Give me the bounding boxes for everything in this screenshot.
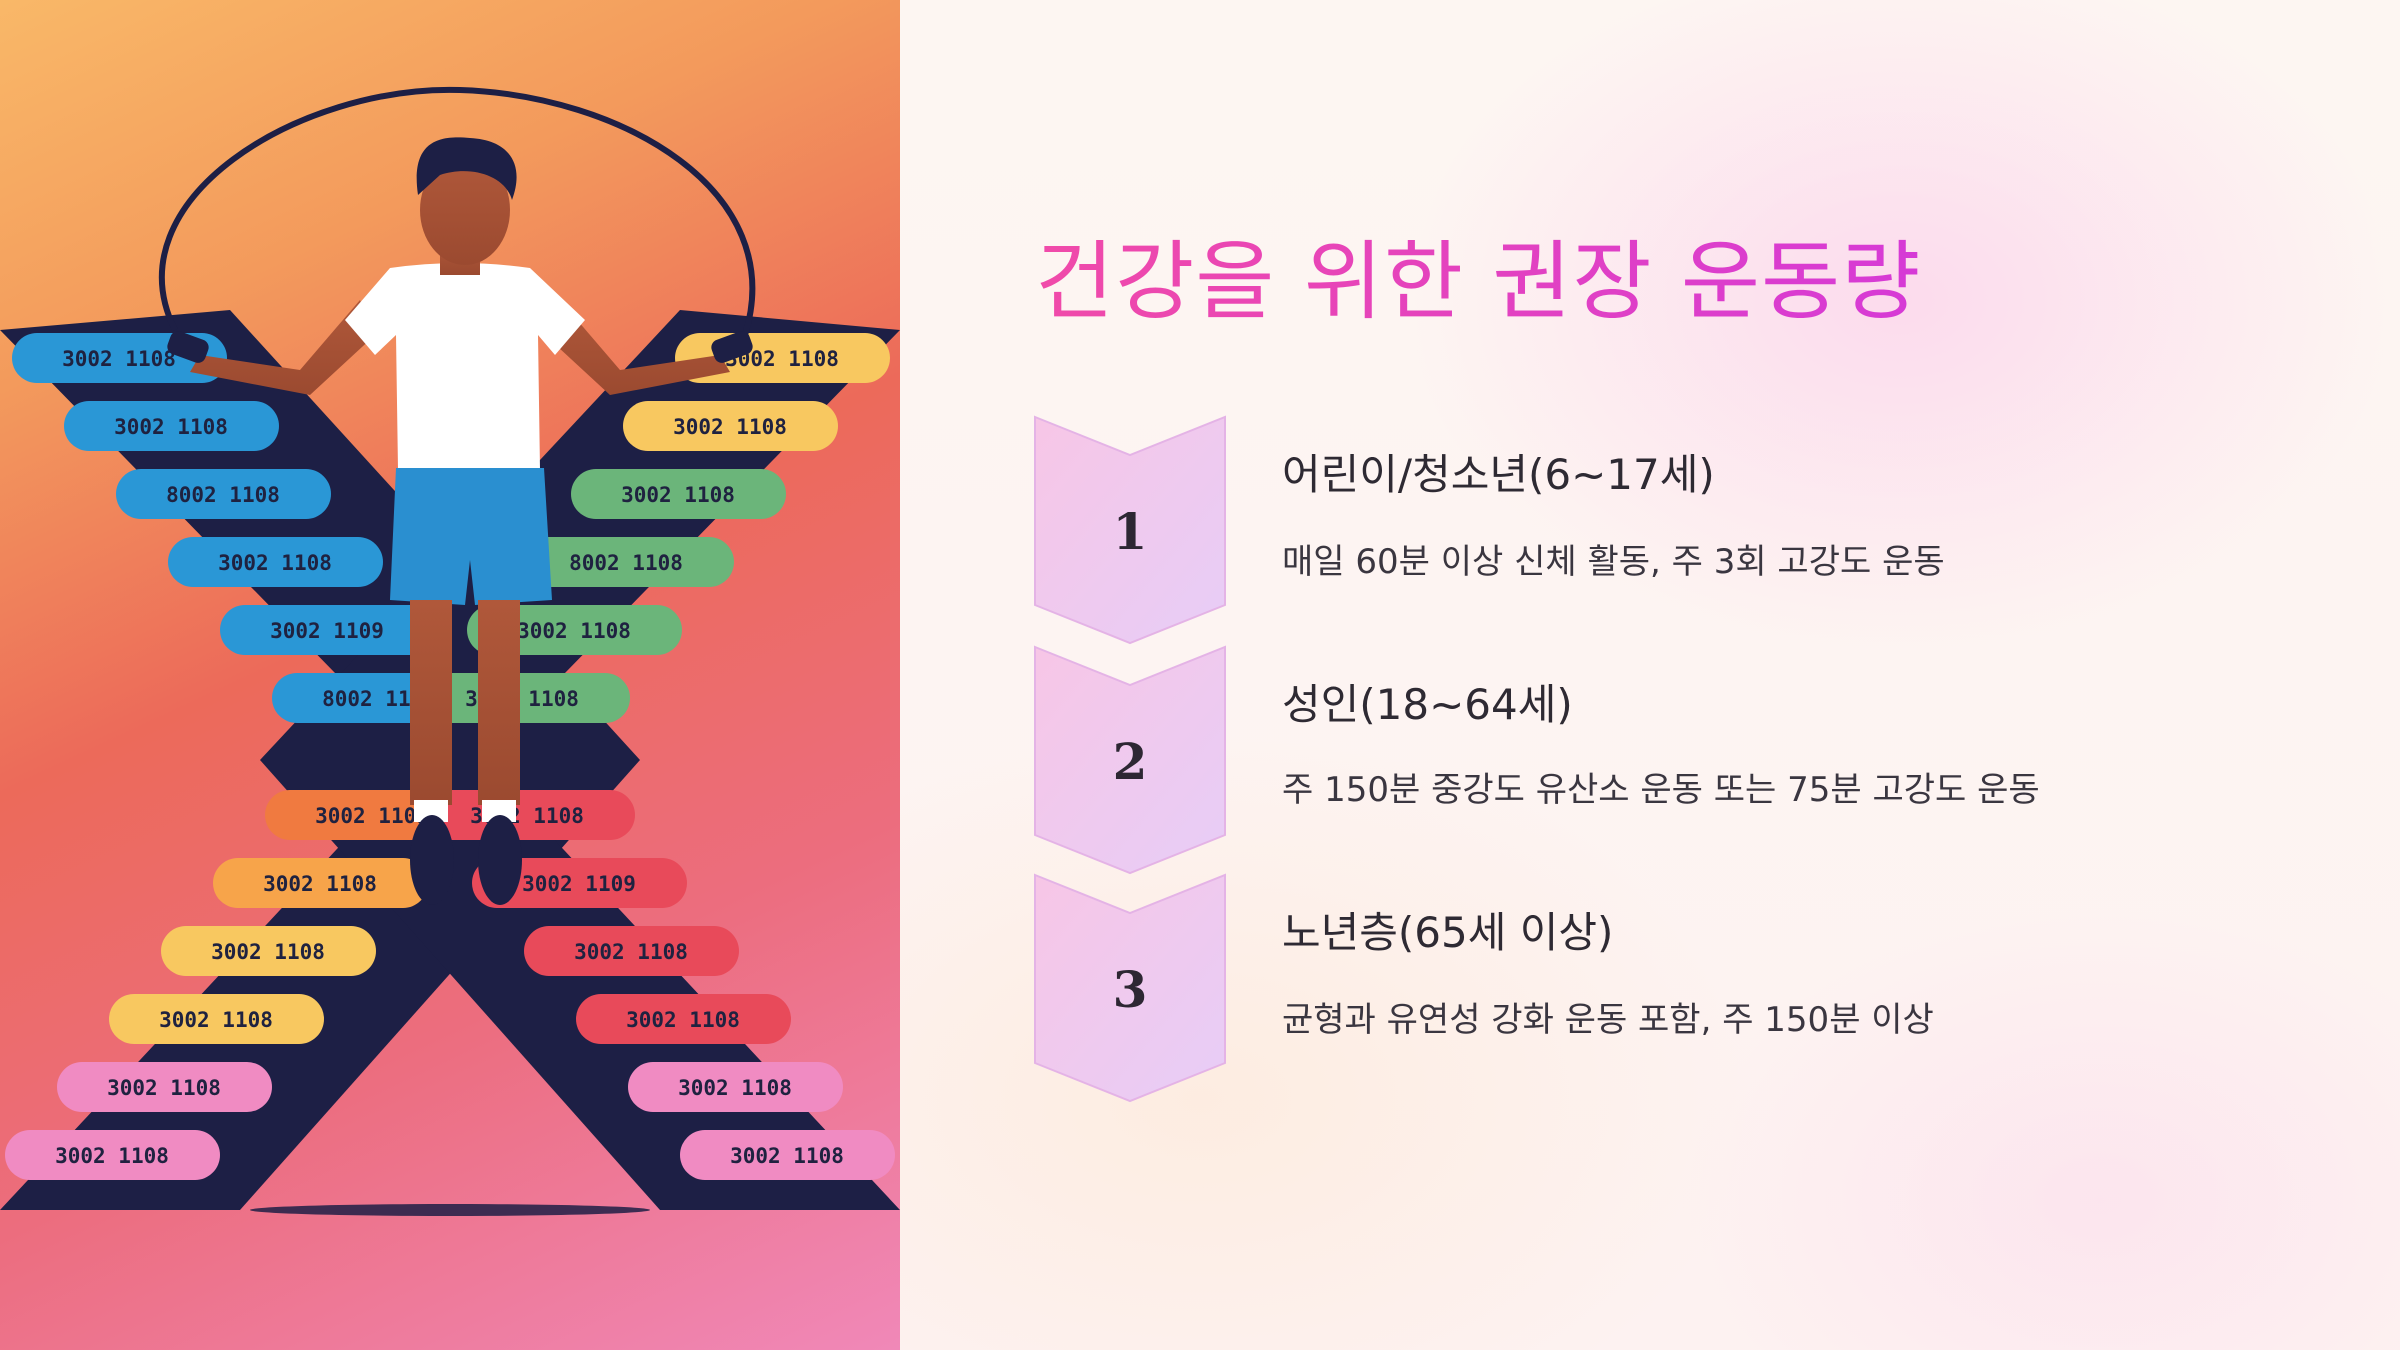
pill-label: 3002 1108 — [673, 415, 787, 439]
step-number-1: 1 — [1112, 502, 1148, 561]
pill-shape — [623, 401, 838, 451]
pill-label: 3002 1108 — [218, 551, 332, 575]
pill-shape — [116, 469, 331, 519]
pill-shape — [472, 858, 687, 908]
pill-label: 3002 1108 — [107, 1076, 221, 1100]
pill-label: 3002 1108 — [678, 1076, 792, 1100]
left-shoe — [410, 815, 454, 905]
hair — [416, 137, 517, 200]
pill-label: 3002 1108 — [55, 1144, 169, 1168]
pill-shape — [220, 605, 435, 655]
right-sock — [482, 800, 516, 822]
pill-label: 3002 1108 — [159, 1008, 273, 1032]
pill-shape — [64, 401, 279, 451]
step-heading-1: 어린이/청소년(6~17세) — [1282, 450, 1715, 499]
left-sock — [414, 800, 448, 822]
content-panel — [900, 0, 2400, 1350]
step-heading-3: 노년층(65세 이상) — [1282, 908, 1614, 957]
pill-label: 3002 1108 — [62, 347, 176, 371]
pill-shape — [213, 858, 428, 908]
step-number-2: 2 — [1112, 732, 1148, 791]
pill-shape — [168, 537, 383, 587]
pill-label: 3002 1108 — [730, 1144, 844, 1168]
step-number-3: 3 — [1112, 960, 1148, 1019]
right-leg — [478, 600, 520, 805]
pill-shape — [628, 1062, 843, 1112]
pill-label: 8002 1108 — [166, 483, 280, 507]
pill-label: 3002 1108 — [114, 415, 228, 439]
pill-shape — [57, 1062, 272, 1112]
ground-shadow — [250, 1204, 650, 1216]
pill-label: 3002 1108 — [574, 940, 688, 964]
pill-shape — [5, 1130, 220, 1180]
right-shoe — [478, 815, 522, 905]
pill-label: 3002 1108 — [626, 1008, 740, 1032]
rope-handle-left — [167, 331, 209, 363]
right-arm — [545, 300, 730, 395]
pill-shape — [524, 926, 739, 976]
rope-handle-right — [711, 331, 753, 363]
pill-shape — [576, 994, 791, 1044]
blue-shorts — [390, 468, 552, 605]
pill-label: 3002 1109 — [522, 872, 636, 896]
pill-shape — [467, 605, 682, 655]
chevron-shape-3 — [1034, 873, 1226, 1103]
left-leg — [410, 600, 452, 805]
white-shirt — [345, 263, 585, 470]
left-arm — [190, 300, 375, 395]
step-marker-1: 1 — [1033, 415, 1227, 645]
step-marker-2: 2 — [1033, 645, 1227, 875]
pill-shape — [680, 1130, 895, 1180]
pill-label: 3002 1109 — [270, 619, 384, 643]
pill-shape — [571, 469, 786, 519]
pill-shape — [519, 537, 734, 587]
pill-label: 3002 1108 — [263, 872, 377, 896]
step-marker-3: 3 — [1033, 873, 1227, 1103]
pill-label: 8002 1108 — [569, 551, 683, 575]
step-description-3: 균형과 유연성 강화 운동 포함, 주 150분 이상 — [1282, 1000, 1934, 1040]
step-description-2: 주 150분 중강도 유산소 운동 또는 75분 고강도 운동 — [1282, 770, 2040, 810]
head — [420, 155, 510, 265]
pill-shape — [161, 926, 376, 976]
pill-shape — [109, 994, 324, 1044]
person-figure — [167, 137, 753, 905]
pill-group-bottom-left: 3002 1109 3002 1108 3002 1108 3002 1108 3002… — [5, 790, 480, 1180]
pill-group-bottom-right: 3002 1108 3002 1109 3002 1108 3002 1108 3002… — [420, 790, 895, 1180]
pill-label: 3002 1108 — [517, 619, 631, 643]
slide-title: 건강을 위한 권장 운동량 — [1035, 232, 1922, 332]
pill-label: 3002 1108 — [621, 483, 735, 507]
pill-shape — [420, 790, 635, 840]
pill-shape — [415, 673, 630, 723]
chevron-shape-1 — [1034, 415, 1226, 645]
jump-rope — [158, 86, 756, 336]
step-heading-2: 성인(18~64세) — [1282, 680, 1573, 729]
pill-label: 3002 1109 — [315, 804, 429, 828]
chevron-shape-2 — [1034, 645, 1226, 875]
step-description-1: 매일 60분 이상 신체 활동, 주 3회 고강도 운동 — [1282, 542, 1945, 582]
pill-label: 3002 1108 — [211, 940, 325, 964]
